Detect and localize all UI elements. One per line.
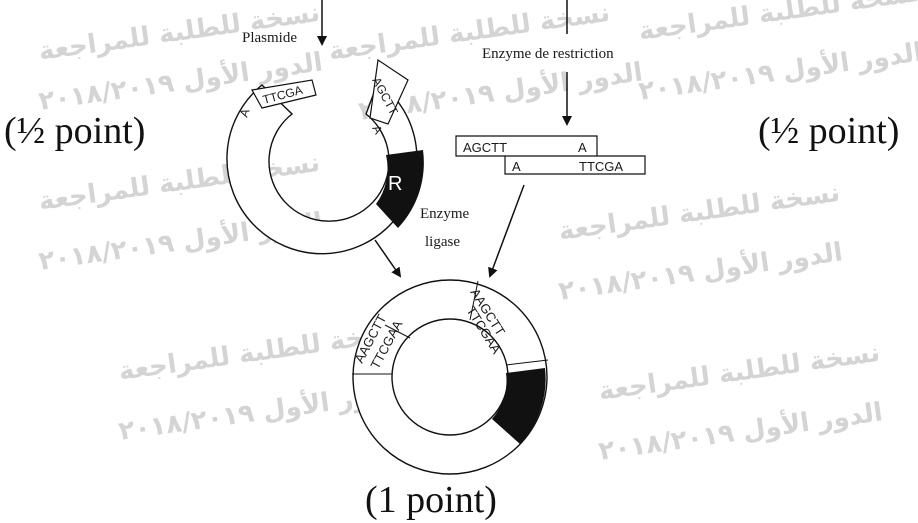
enzyme-ligase-label-2: ligase <box>425 234 460 250</box>
plasmid-cut: R A TTCGA AGCTT A <box>226 58 424 255</box>
score-left: (½ point) <box>4 110 145 152</box>
enzyme-restriction-label: Enzyme de restriction <box>482 46 614 62</box>
watermark-text: نسخة للطلبة للمراجعة <box>557 178 842 247</box>
fragment-bottom-start: A <box>512 159 521 174</box>
plasmide-label: Plasmide <box>242 30 297 46</box>
region-r-block <box>376 150 424 228</box>
watermark-text: الدور الأول ٢٠١٨/٢٠١٩ <box>557 235 845 307</box>
junction-line <box>384 324 411 339</box>
sticky-end-right-box <box>369 58 409 125</box>
watermark-text: الدور الأول ٢٠١٨/٢٠١٩ <box>597 395 885 467</box>
fragment-top-end: A <box>578 140 587 155</box>
fragment-top-seq: AGCTT <box>463 140 507 155</box>
fragment-outline <box>455 135 646 175</box>
watermark-text: الدور الأول ٢٠١٨/٢٠١٩ <box>637 35 918 107</box>
fragment-bottom-seq: TTCGA <box>579 159 623 174</box>
score-bottom: (1 point) <box>365 479 497 521</box>
junction-line <box>505 359 549 366</box>
recombinant-insert-block <box>492 368 546 444</box>
restriction-fragment: AGCTT A A TTCGA <box>455 135 646 175</box>
enzyme-ligase-label-1: Enzyme <box>420 206 469 222</box>
watermark-text: نسخة للطلبة للمراجعة <box>597 338 882 407</box>
arrow-fragment-to-recombinant <box>488 184 525 278</box>
sticky-end-left-box <box>251 79 317 109</box>
score-right: (½ point) <box>758 110 899 152</box>
watermark-text: نسخة للطلبة للمراجعة <box>637 0 918 47</box>
region-r-label: R <box>388 173 402 195</box>
junction-line <box>469 280 479 321</box>
recombinant-plasmid: AAGCTT TTCGAA AAGCTT TTCGAA <box>351 279 549 475</box>
plasmid-ring <box>226 80 418 255</box>
arrow-plasmid-to-recombinant <box>374 239 402 278</box>
